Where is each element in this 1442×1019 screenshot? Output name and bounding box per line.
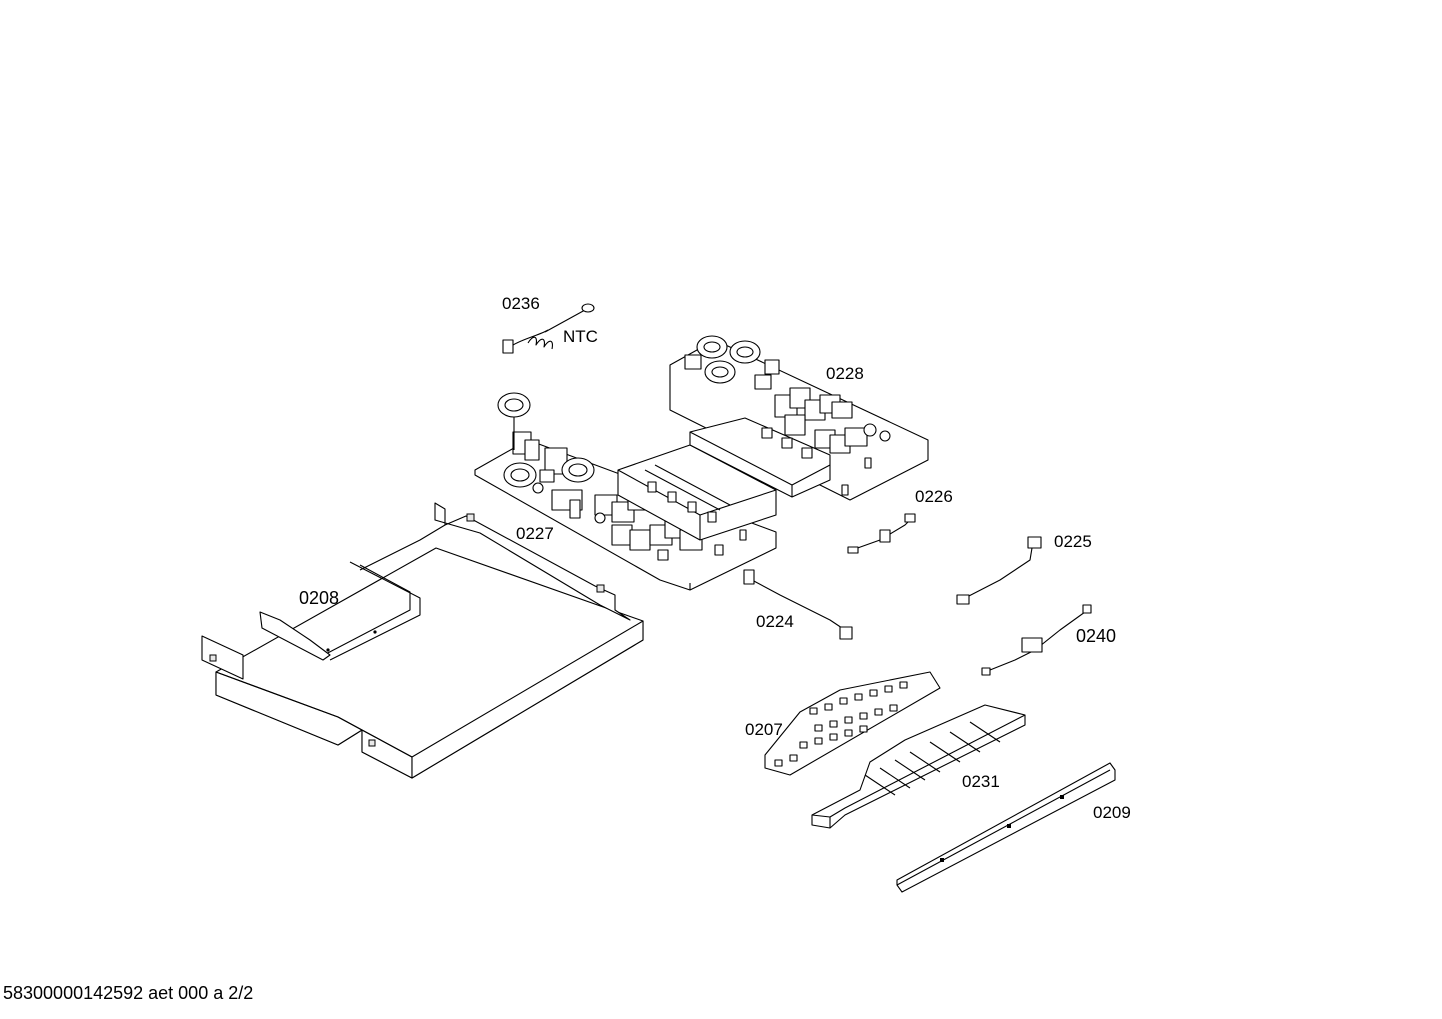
part-0226-cable: [847, 513, 916, 554]
label-0208: 0208: [299, 588, 340, 608]
part-0224-cable: [743, 569, 853, 640]
label-0207: 0207: [745, 720, 783, 739]
part-0227-power-board: [474, 392, 777, 591]
label-0231: 0231: [962, 772, 1000, 791]
label-ntc: NTC: [563, 327, 598, 346]
label-0224: 0224: [756, 612, 794, 631]
label-0226: 0226: [915, 487, 953, 506]
part-0231-frame: [811, 704, 1026, 829]
document-number-footer: 58300000142592 aet 000 a 2/2: [3, 983, 254, 1003]
label-0240: 0240: [1076, 626, 1117, 646]
part-0208-housing: [201, 502, 644, 779]
label-0228: 0228: [826, 364, 864, 383]
part-0207-control-board: [764, 671, 941, 776]
label-0209: 0209: [1093, 803, 1131, 822]
part-0236-ntc-sensor: [502, 303, 595, 354]
label-0236: 0236: [502, 294, 540, 313]
part-0209-strip: [896, 762, 1116, 893]
label-0227: 0227: [516, 524, 554, 543]
part-0228-power-board: [669, 335, 929, 501]
part-0225-cable: [956, 536, 1042, 605]
part-0240-cable: [981, 604, 1092, 676]
label-0225: 0225: [1054, 532, 1092, 551]
